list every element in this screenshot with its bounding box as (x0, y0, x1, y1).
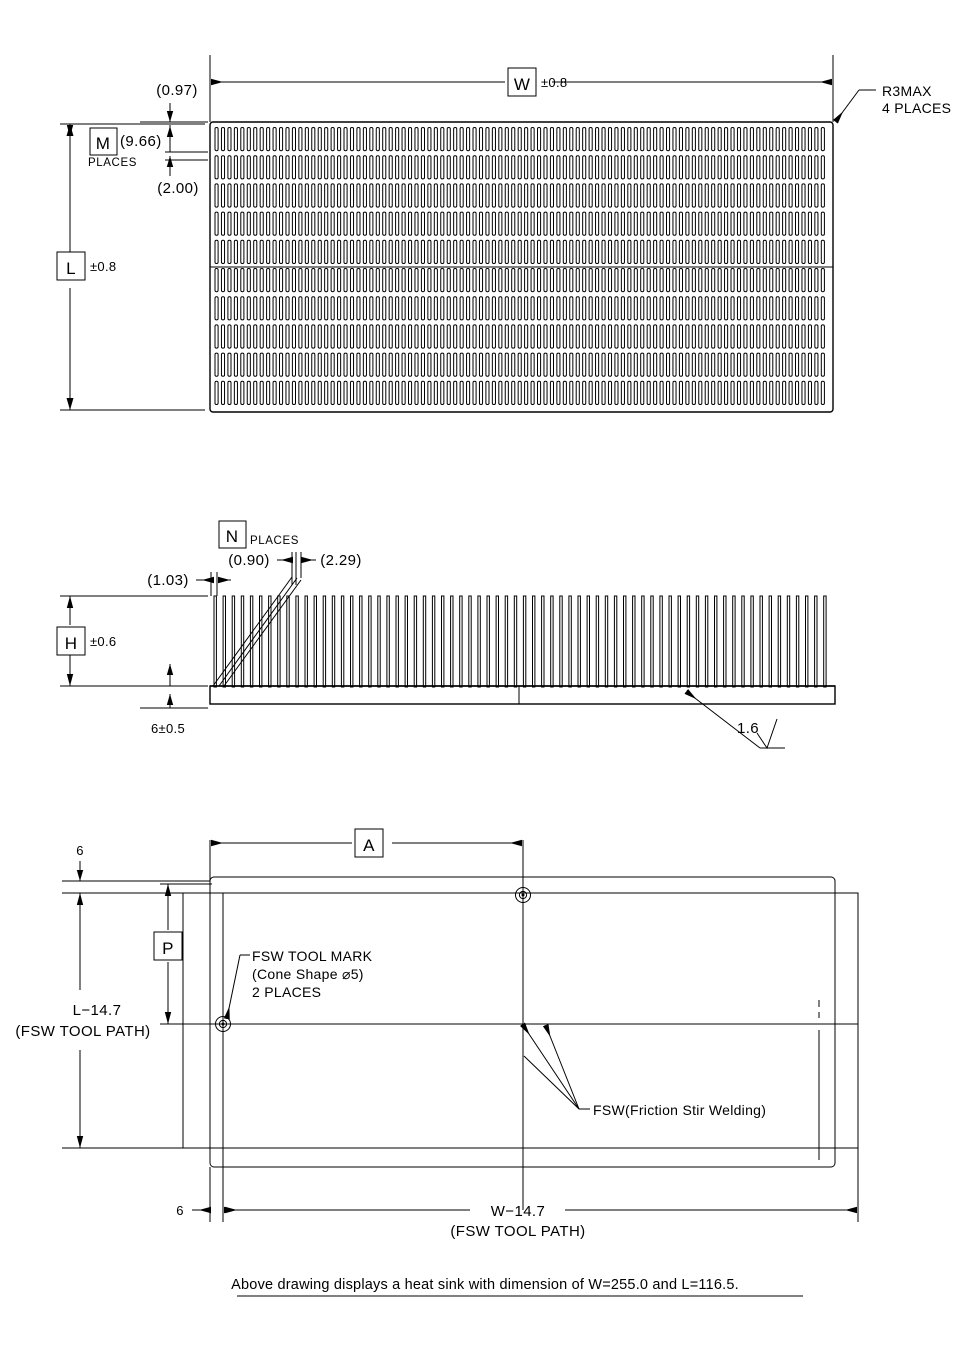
fsw-tool-mark-lower (215, 1016, 231, 1032)
vertical-path-value: L−14.7 (73, 1002, 122, 1019)
top-view-length-dimension: L ±0.8 (56, 123, 205, 411)
corner-radius-value: R3MAX (882, 83, 932, 99)
bottom-view-a-dimension: A (209, 828, 524, 900)
top-view-gap-dimension: (2.00) (157, 156, 199, 197)
front-view-edge-offset: (1.03) (147, 572, 231, 596)
top-view: W ±0.8 L ±0.8 (0.97) M PLACES (56, 55, 951, 413)
front-view-fin-dimensions: (0.90) (2.29) (228, 552, 362, 585)
sheet-caption: Above drawing displays a heat sink with … (231, 1277, 803, 1297)
offset-top-value: (0.97) (156, 82, 198, 99)
bottom-view-vertical-path-dimension: L−14.7 (FSW TOOL PATH) (15, 892, 208, 1149)
bottom-margin-value: 6 (176, 1203, 184, 1218)
vertical-path-note: (FSW TOOL PATH) (15, 1023, 150, 1040)
surface-finish-callout: 1.6 (684, 689, 785, 750)
corner-radius-places: 4 PLACES (882, 100, 951, 116)
places-symbol-n: N (226, 527, 239, 546)
tool-mark-line1: FSW TOOL MARK (252, 948, 373, 964)
front-view-base-thickness: 6±0.5 (140, 664, 208, 736)
corner-radius-note: R3MAX 4 PLACES (832, 83, 951, 124)
fsw-tool-path-lines (183, 893, 858, 1210)
horizontal-path-note: (FSW TOOL PATH) (450, 1223, 585, 1240)
tool-mark-line3: 2 PLACES (252, 984, 321, 1000)
top-view-fin-field (210, 127, 833, 405)
places-symbol-m: M (96, 134, 110, 153)
fin-thickness-value: (0.90) (228, 552, 270, 569)
bottom-view: A 6 L−14.7 (FSW TOOL PATH) (15, 828, 859, 1240)
top-view-width-dimension: W ±0.8 (209, 55, 834, 122)
tool-mark-line2: (Cone Shape ⌀5) (252, 966, 364, 982)
front-view: N PLACES (0.90) (2.29) (1.03) (56, 520, 836, 750)
length-tolerance: ±0.8 (90, 259, 116, 274)
height-symbol: H (65, 634, 78, 653)
fsw-label-note: FSW(Friction Stir Welding) (519, 1022, 766, 1118)
fsw-tool-mark-note: FSW TOOL MARK (Cone Shape ⌀5) 2 PLACES (223, 948, 373, 1020)
fsw-tool-mark-upper (515, 887, 531, 903)
top-view-offset-dimension: (0.97) (140, 82, 208, 123)
height-tolerance: ±0.6 (90, 634, 116, 649)
surface-finish-value: 1.6 (737, 720, 759, 737)
caption-text: Above drawing displays a heat sink with … (231, 1277, 739, 1293)
pitch-group-value: (9.66) (120, 133, 162, 150)
horizontal-path-value: W−14.7 (491, 1203, 546, 1220)
bottom-view-top-margin: 6 (62, 843, 210, 882)
slot-gap-value: (2.00) (157, 180, 199, 197)
places-word-top: PLACES (88, 157, 137, 169)
fsw-label: FSW(Friction Stir Welding) (593, 1102, 766, 1118)
a-symbol: A (363, 836, 375, 855)
width-tolerance: ±0.8 (541, 75, 567, 90)
top-margin-value: 6 (76, 843, 84, 858)
front-view-height-dimension: H ±0.6 (56, 595, 208, 687)
width-symbol: W (514, 75, 530, 94)
top-view-pitch-dimension: M PLACES (9.66) (88, 125, 208, 169)
places-word-front: PLACES (250, 535, 299, 547)
fin-pitch-value: (2.29) (320, 552, 362, 569)
length-symbol: L (66, 259, 76, 278)
p-symbol: P (162, 939, 174, 958)
front-view-body (209, 576, 836, 705)
edge-offset-value: (1.03) (147, 572, 189, 589)
base-thickness-value: 6±0.5 (151, 721, 185, 736)
front-view-places-callout: N PLACES (218, 520, 299, 549)
bottom-view-bottom-dimension: 6 W−14.7 (FSW TOOL PATH) (176, 1148, 859, 1240)
